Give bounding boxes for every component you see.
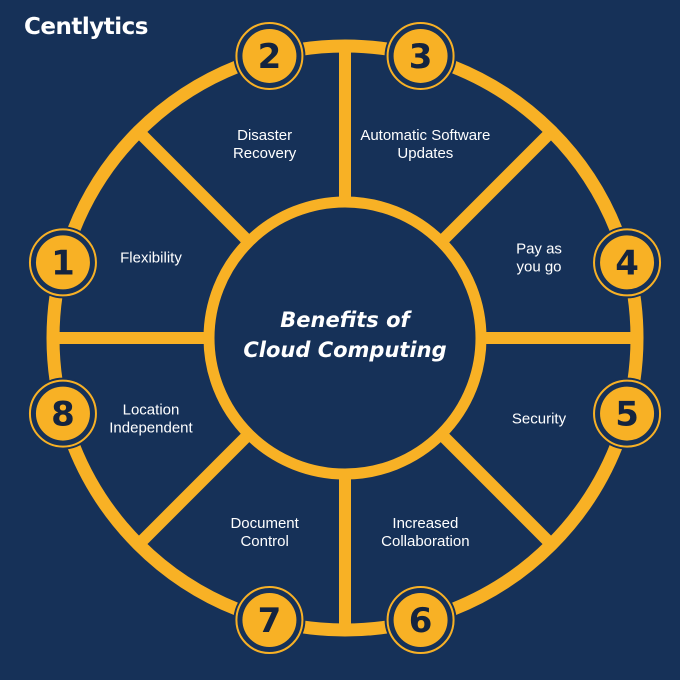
- badge-disc: [393, 593, 448, 648]
- badge-outline: [235, 586, 304, 655]
- badge-number: 6: [409, 601, 433, 641]
- badge-outline: [28, 379, 97, 448]
- spoke-line: [436, 429, 556, 549]
- centlytics-logo: Centlytics: [24, 14, 148, 40]
- number-badge-3: 3: [384, 19, 457, 92]
- center-hub: Benefits of Cloud Computing: [203, 196, 487, 480]
- segment-label-line: Increased: [392, 515, 458, 532]
- badge-number: 4: [615, 243, 639, 283]
- badge-disc: [600, 386, 655, 441]
- center-title-line-1: Benefits of: [280, 308, 412, 332]
- badge-number: 8: [51, 395, 75, 435]
- badge-disc: [600, 235, 655, 290]
- segment-label-line: Flexibility: [120, 250, 182, 267]
- segment-label-line: Updates: [397, 145, 453, 162]
- badge-outline: [235, 21, 304, 90]
- number-badge-2: 2: [233, 19, 306, 92]
- badge-number: 5: [615, 395, 639, 435]
- badge-disc: [35, 235, 90, 290]
- segment-label-1: Flexibility: [120, 250, 182, 267]
- number-badge-7: 7: [233, 584, 306, 657]
- segment-label-line: Control: [240, 533, 288, 550]
- badge-disc: [242, 593, 297, 648]
- spokes: [53, 46, 637, 630]
- badge-outline: [386, 586, 455, 655]
- badge-disc: [35, 386, 90, 441]
- segment-label-line: Collaboration: [381, 533, 469, 550]
- badge-disc: [393, 28, 448, 83]
- badge-number: 2: [258, 37, 282, 77]
- spoke-line: [134, 429, 254, 549]
- badge-number: 3: [409, 37, 433, 77]
- segment-label-line: Document: [230, 515, 299, 532]
- badge-outline: [386, 21, 455, 90]
- segment-label-line: Security: [512, 410, 567, 427]
- number-badge-1: 1: [26, 226, 99, 299]
- badge-outline: [28, 228, 97, 297]
- center-circle: [203, 196, 487, 480]
- badge-disc: [242, 28, 297, 83]
- segment-label-line: Recovery: [233, 145, 297, 162]
- segment-label-line: Disaster: [237, 127, 292, 144]
- badge-number: 7: [258, 601, 282, 641]
- badge-outline: [593, 379, 662, 448]
- segment-label-line: Automatic Software: [360, 127, 490, 144]
- number-badge-8: 8: [26, 377, 99, 450]
- segment-label-line: Location: [123, 401, 180, 418]
- segment-label-5: Security: [512, 410, 567, 427]
- center-title-line-2: Cloud Computing: [243, 338, 446, 362]
- spoke-line: [134, 127, 254, 247]
- number-badge-6: 6: [384, 584, 457, 657]
- number-badge-4: 4: [591, 226, 664, 299]
- spoke-line: [436, 127, 556, 247]
- segment-label-line: you go: [516, 259, 561, 276]
- number-badge-5: 5: [591, 377, 664, 450]
- segment-label-line: Independent: [109, 419, 193, 436]
- segment-label-line: Pay as: [516, 241, 562, 258]
- number-badges: 1 2 3 4 5 6 7 8: [26, 19, 664, 657]
- badge-number: 1: [51, 243, 75, 283]
- badge-outline: [593, 228, 662, 297]
